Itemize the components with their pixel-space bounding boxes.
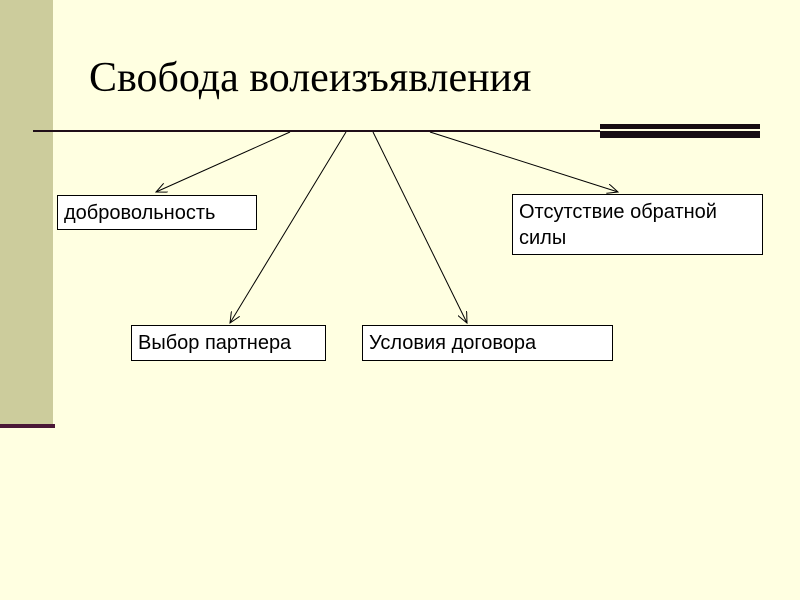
arrow-to-contract-terms: [372, 131, 467, 323]
arrow-to-voluntariness: [156, 131, 291, 192]
side-band-rule: [0, 424, 55, 428]
title-rule: [33, 130, 760, 132]
title-rule-bar: [600, 124, 760, 138]
arrow-to-partner-choice: [230, 131, 347, 323]
node-no-retroactivity: Отсутствие обратной силы: [512, 194, 763, 255]
arrow-to-no-retroactivity: [429, 131, 618, 192]
title-rule-bar-gap: [600, 129, 760, 131]
node-partner-choice: Выбор партнера: [131, 325, 326, 361]
slide-title: Свобода волеизъявления: [89, 55, 532, 101]
node-contract-terms: Условия договора: [362, 325, 613, 361]
node-voluntariness: добровольность: [57, 195, 257, 230]
side-band: [0, 0, 53, 426]
